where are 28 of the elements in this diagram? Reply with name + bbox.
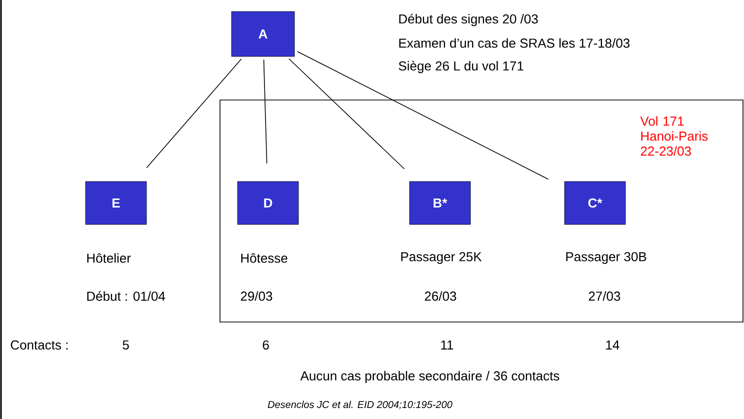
case-note: Passager 25K: [401, 252, 482, 264]
contact-count: 11: [441, 340, 454, 350]
case-note: Examen d’un cas de SRAS les 17-18/03: [399, 38, 630, 48]
case-note: Siège 26 L du vol 171: [398, 60, 524, 74]
case-note: Début des signes 20 /03: [399, 14, 538, 26]
citation: Desenclos JC et al. EID 2004;10:195-200: [268, 400, 452, 410]
case-note: 27/03: [588, 291, 620, 301]
case-note: Hôtelier: [87, 253, 131, 263]
flight-label: Vol 171 Hanoi-Paris 22-23/03: [640, 116, 708, 156]
case-box: E: [85, 181, 147, 225]
case-note: 26/03: [424, 291, 456, 301]
contact-count: 6: [262, 340, 269, 350]
contact-count: 5: [122, 340, 129, 350]
connector-line: [288, 58, 405, 170]
summary-note: Aucun cas probable secondaire / 36 contacts: [300, 370, 560, 384]
case-note: Hôtesse: [241, 253, 288, 263]
contact-count: 14: [606, 340, 620, 350]
contacts-label: Contacts :: [10, 340, 68, 350]
case-note: Début : 01/04: [87, 291, 166, 301]
case-note: Passager 30B: [566, 252, 646, 264]
case-box: B*: [409, 181, 471, 225]
case-box: A: [231, 11, 295, 57]
connector-line: [263, 59, 268, 164]
connector-line: [296, 51, 549, 180]
case-box: D: [237, 181, 299, 225]
connector-line: [146, 58, 242, 168]
case-box: C*: [564, 181, 626, 225]
case-note: 29/03: [240, 291, 272, 301]
